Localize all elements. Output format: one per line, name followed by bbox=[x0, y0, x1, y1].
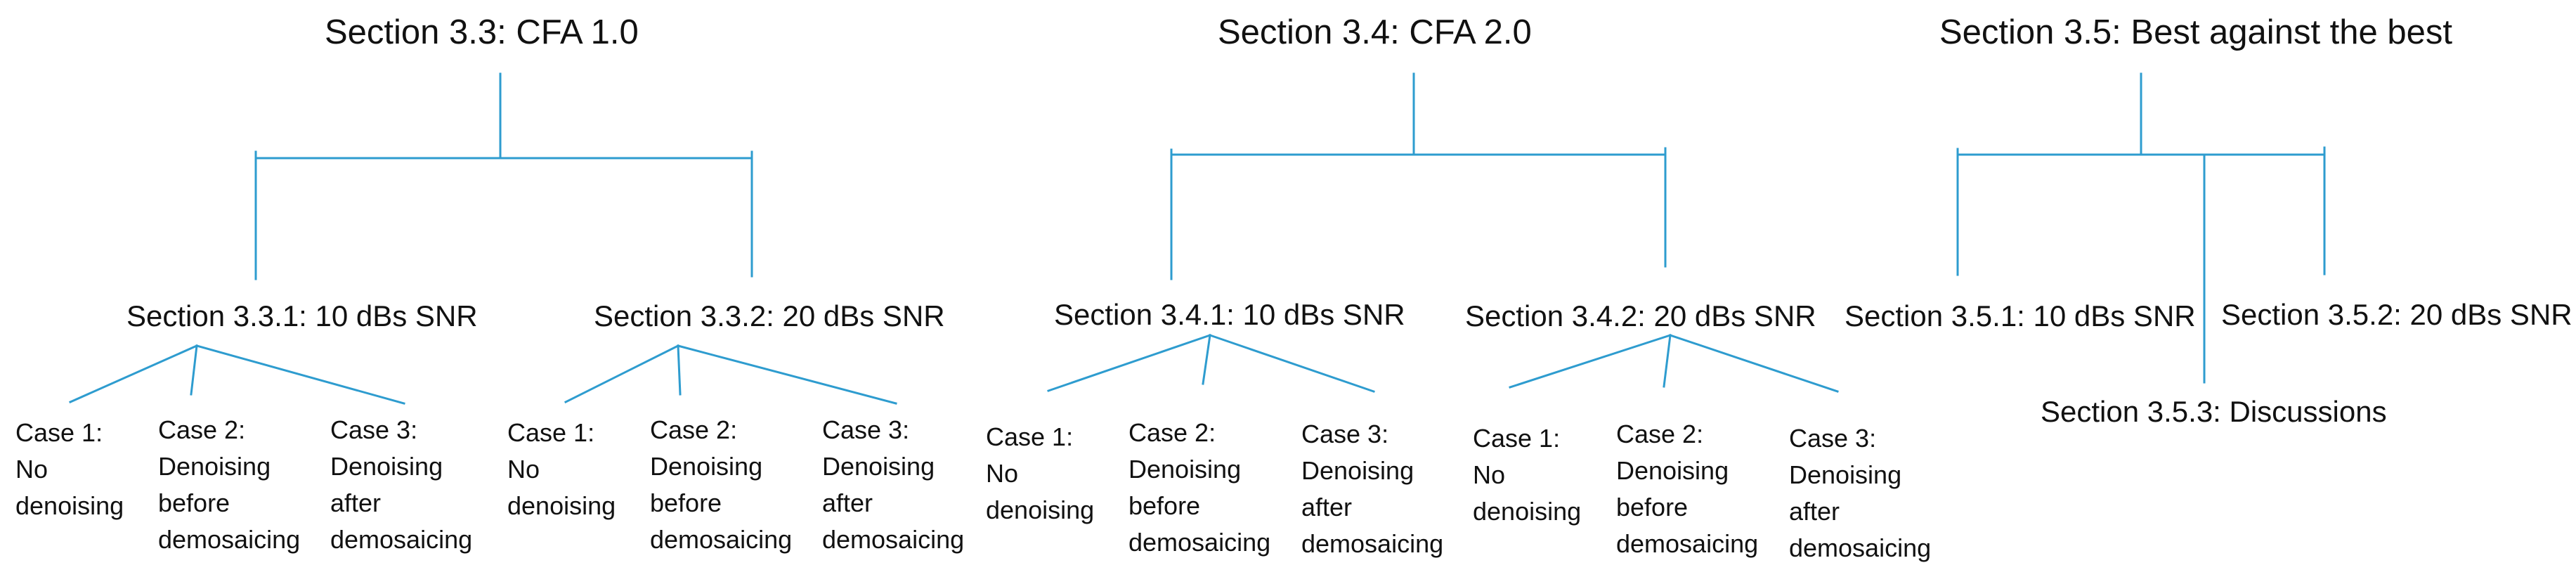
case-3-3-1-3: Case 3: Denoising after demosaicing bbox=[330, 415, 473, 554]
case-3-4-1-2: Case 2: Denoising before demosaicing bbox=[1128, 418, 1271, 557]
section-3-4-title: Section 3.4: CFA 2.0 bbox=[1218, 13, 1532, 51]
case-3-4-1-3: Case 3: Denoising after demosaicing bbox=[1301, 420, 1444, 558]
section-3-5-1-label: Section 3.5.1: 10 dBs SNR bbox=[1845, 299, 2196, 332]
case-3-3-2-2: Case 2: Denoising before demosaicing bbox=[650, 415, 793, 554]
section-3-4-1-label: Section 3.4.1: 10 dBs SNR bbox=[1054, 298, 1405, 331]
connector-fan-3-3-1-a bbox=[69, 344, 198, 403]
case-3-4-1-1: Case 1: No denoising bbox=[986, 422, 1095, 524]
connector-fan-3-4-2-c bbox=[1669, 334, 1839, 393]
case-3-3-2-3: Case 3: Denoising after demosaicing bbox=[822, 415, 965, 554]
connector-fan-3-4-1-b bbox=[1202, 334, 1211, 385]
connector-fan-3-4-1-c bbox=[1209, 334, 1375, 393]
connector-fan-3-3-2-c bbox=[677, 344, 897, 405]
section-3-5-3-label: Section 3.5.3: Discussions bbox=[2041, 395, 2387, 428]
connector-fan-3-3-1-c bbox=[195, 344, 405, 405]
case-3-3-1-1: Case 1: No denoising bbox=[15, 418, 124, 520]
section-3-5-title: Section 3.5: Best against the best bbox=[1939, 13, 2453, 51]
connector-fan-3-4-1-a bbox=[1047, 334, 1211, 392]
case-3-3-2-1: Case 1: No denoising bbox=[507, 418, 616, 520]
section-3-5-2-label: Section 3.5.2: 20 dBs SNR bbox=[2221, 298, 2572, 331]
section-3-4-2-label: Section 3.4.2: 20 dBs SNR bbox=[1465, 299, 1816, 332]
connector-fan-3-3-1-b bbox=[190, 344, 198, 396]
section-3-3-title: Section 3.3: CFA 1.0 bbox=[325, 13, 639, 51]
section-3-3-2-label: Section 3.3.2: 20 dBs SNR bbox=[594, 299, 945, 332]
case-3-3-1-2: Case 2: Denoising before demosaicing bbox=[158, 415, 301, 554]
section-3-3-1-label: Section 3.3.1: 10 dBs SNR bbox=[126, 299, 478, 332]
connector-fan-3-3-2-b bbox=[677, 344, 682, 396]
connector-fan-3-4-2-a bbox=[1509, 334, 1672, 389]
connector-fan-3-4-2-b bbox=[1663, 334, 1672, 388]
case-3-4-2-3: Case 3: Denoising after demosaicing bbox=[1789, 424, 1932, 562]
connector-fan-3-3-2-a bbox=[564, 344, 680, 404]
case-3-4-2-2: Case 2: Denoising before demosaicing bbox=[1616, 420, 1759, 558]
case-3-4-2-1: Case 1: No denoising bbox=[1473, 424, 1582, 526]
